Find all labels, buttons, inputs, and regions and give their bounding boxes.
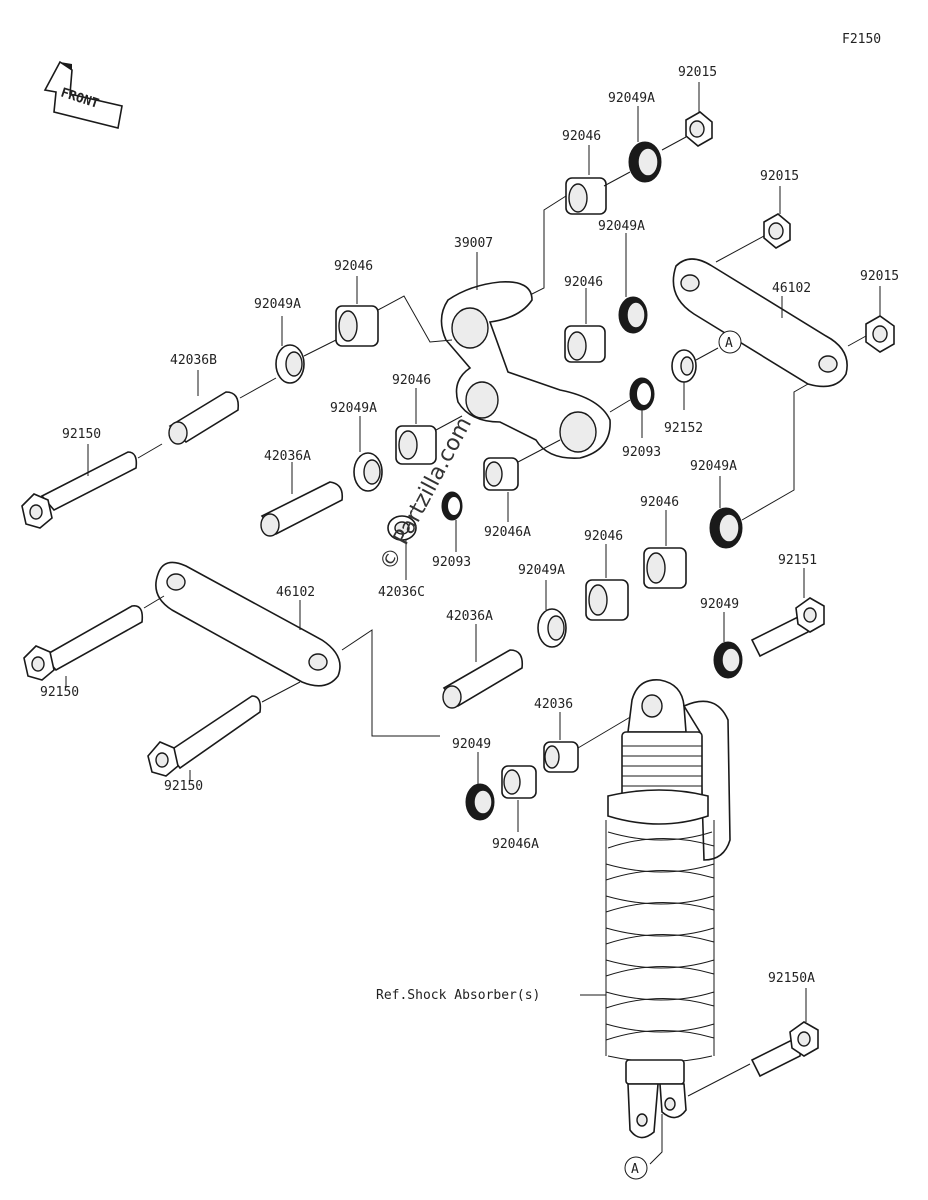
bearing-92046-c1: [564, 325, 606, 363]
label-92046-top: 92046: [562, 129, 601, 144]
collar-42036C: [387, 515, 417, 541]
label-92046-c2: 92046: [392, 373, 431, 388]
bolt-92150A: [750, 1021, 819, 1078]
seal-92049A-r3: [537, 608, 567, 648]
label-92046-r3: 92046: [640, 495, 679, 510]
bolt-92150-mid: [23, 605, 144, 681]
label-92049: 92049: [700, 597, 739, 612]
label-46102-left: 46102: [276, 585, 315, 600]
bearing-92046A-c: [483, 457, 519, 491]
nut-92015-mid: [763, 213, 791, 249]
front-arrow-icon: FRONT: [43, 60, 123, 129]
label-92049A-left: 92049A: [254, 297, 301, 312]
label-42036: 42036: [534, 697, 573, 712]
label-92046A-c: 92046A: [484, 525, 531, 540]
shock-absorber: [605, 679, 731, 1139]
oil-seal-92093-right: [629, 377, 655, 411]
bearing-92046-left: [335, 305, 379, 347]
bearing-92046-top: [565, 177, 607, 215]
label-92046-l1: 92046: [334, 259, 373, 274]
collar-92152: [671, 349, 697, 383]
oil-seal-92093-c: [441, 491, 463, 521]
tie-rod-46102-left: [155, 561, 341, 687]
label-92049-low: 92049: [452, 737, 491, 752]
seal-92049A-mid: [618, 296, 648, 334]
label-92049A-r3: 92049A: [518, 563, 565, 578]
nut-92015-top: [685, 111, 713, 147]
bolt-92150-low: [147, 695, 262, 777]
bearing-92046-r3: [643, 547, 687, 589]
label-92150-top: 92150: [62, 427, 101, 442]
rocker-arm-39007: [440, 281, 611, 459]
tie-rod-46102-right: [672, 258, 848, 388]
label-92015-top: 92015: [678, 65, 717, 80]
bolt-92150-top: [21, 451, 138, 529]
label-92152: 92152: [664, 421, 703, 436]
bearing-92046-c2: [395, 425, 437, 465]
label-92049A-mid: 92049A: [598, 219, 645, 234]
label-92151: 92151: [778, 553, 817, 568]
label-92049A-top: 92049A: [608, 91, 655, 106]
seal-92049: [713, 641, 743, 679]
label-92150A: 92150A: [768, 971, 815, 986]
collar-42036B: [168, 391, 240, 445]
label-46102-right: 46102: [772, 281, 811, 296]
label-92015-right: 92015: [860, 269, 899, 284]
label-92049A-c: 92049A: [330, 401, 377, 416]
bearing-92046-r4: [585, 579, 629, 621]
label-92150-low: 92150: [164, 779, 203, 794]
label-92015-mid: 92015: [760, 169, 799, 184]
collar-42036A-left: [260, 481, 344, 537]
collar-42036A-center: [442, 649, 524, 709]
label-42036A-left: 42036A: [264, 449, 311, 464]
callout-a-top: A: [725, 336, 733, 351]
label-92049A-r2: 92049A: [690, 459, 737, 474]
label-92046-r4: 92046: [584, 529, 623, 544]
label-92093-c: 92093: [432, 555, 471, 570]
bolt-92151: [750, 597, 825, 658]
collar-42036: [543, 741, 579, 773]
nut-92015-right: [865, 315, 895, 353]
label-42036B: 42036B: [170, 353, 217, 368]
label-92046-c1: 92046: [564, 275, 603, 290]
callout-a-bottom: A: [631, 1162, 639, 1177]
label-92150-mid: 92150: [40, 685, 79, 700]
bearing-92046A-low: [501, 765, 537, 799]
label-39007: 39007: [454, 236, 493, 251]
figure-code: F2150: [842, 32, 881, 47]
seal-92049A-c: [353, 452, 383, 492]
label-42036A-center: 42036A: [446, 609, 493, 624]
seal-92049A-left: [275, 344, 305, 384]
label-42036C: 42036C: [378, 585, 425, 600]
seal-92049A-r2: [709, 507, 743, 549]
seal-92049A-top: [628, 141, 662, 183]
label-92046A-low: 92046A: [492, 837, 539, 852]
label-ref-shock-absorber: Ref.Shock Absorber(s): [376, 988, 540, 1003]
seal-92049-low: [465, 783, 495, 821]
label-92093-right: 92093: [622, 445, 661, 460]
